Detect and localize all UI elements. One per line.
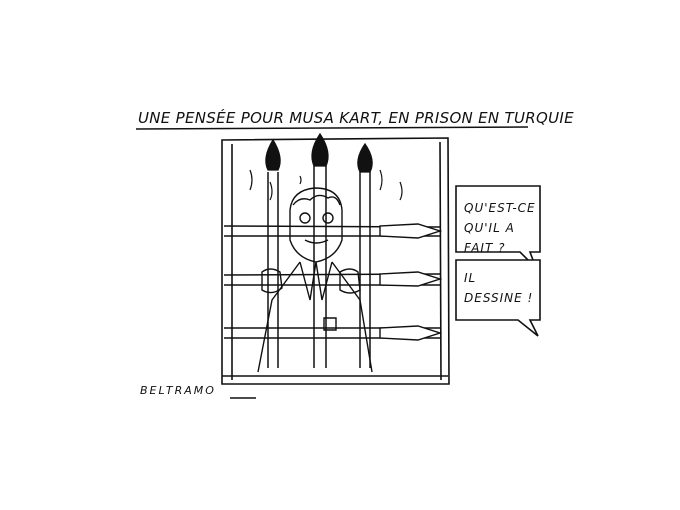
flame-icons <box>265 132 373 173</box>
cartoon-title: UNE PENSÉE POUR MUSA KART, EN PRISON EN … <box>138 109 574 127</box>
bubble-1-line-1: QU'EST-CE <box>464 201 536 215</box>
title-underline <box>135 126 529 130</box>
horizontal-pencils <box>379 223 443 341</box>
speech-bubble-1-text: QU'EST-CE QU'IL A FAIT ? <box>464 198 540 258</box>
speech-bubble-2 <box>455 259 541 337</box>
artist-signature: BELTRAMO <box>140 384 216 397</box>
cell-frame <box>221 137 450 385</box>
pencil-bars <box>267 166 371 368</box>
bubble-1-line-2: QU'IL A <box>464 221 515 235</box>
speech-bubble-2-text: IL DESSINE ! <box>464 268 540 308</box>
stress-marks <box>249 169 403 201</box>
bubble-2-line-1: IL <box>464 271 477 285</box>
bubble-1-line-3: FAIT ? <box>464 241 506 255</box>
bubble-2-line-2: DESSINE ! <box>464 291 534 305</box>
prisoner-figure <box>257 187 373 373</box>
